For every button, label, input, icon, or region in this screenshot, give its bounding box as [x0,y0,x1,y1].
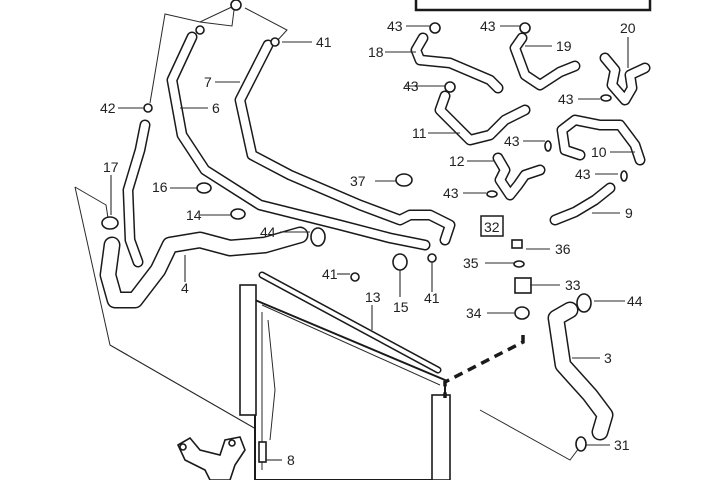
callout-17: 17 [103,159,119,175]
callout-31: 31 [614,437,630,453]
clamp-41-mid [350,272,360,282]
callout-8: 8 [287,452,295,468]
clip-16 [196,182,212,194]
callout-3: 3 [604,350,612,366]
assembly-group-32-box [480,215,504,237]
leader-lines [110,25,635,461]
clip-37 [395,173,413,187]
callout-43: 43 [480,18,496,34]
clamp-41-left [195,25,205,35]
hose-clamp-43-c [600,94,612,102]
callout-10: 10 [591,144,607,160]
radiator [239,284,451,480]
hose-clamp-43-g [620,170,628,182]
callout-34: 34 [466,305,482,321]
mounting-bracket [176,436,246,480]
hose-12 [492,152,546,201]
hose-clamp-43-e [544,140,552,152]
callout-4: 4 [181,280,189,296]
callout-15: 15 [393,299,409,315]
hose-3 [547,301,614,441]
callout-16: 16 [152,179,168,195]
seal-strip-13 [258,271,442,374]
hose-20 [599,52,651,106]
callout-6: 6 [212,100,220,116]
callout-43: 43 [403,78,419,94]
hose-6 [166,31,431,251]
washer-35 [513,260,525,268]
callout-44: 44 [627,293,643,309]
hose-18 [410,32,504,94]
hose-clamp-43-f [486,190,498,198]
hose-clamp-43-d [444,81,456,93]
bleed-screw-8 [258,441,267,463]
dashed-connection-line [443,335,525,398]
bolt-36 [511,239,523,249]
callout-20: 20 [620,20,636,36]
callout-32: 32 [484,219,500,235]
callout-37: 37 [350,173,366,189]
clamp-41-top [270,37,280,47]
hose-small-42 [122,119,151,268]
callout-35: 35 [463,255,479,271]
callout-19: 19 [556,38,572,54]
callout-43: 43 [387,18,403,34]
clip-15 [392,253,408,271]
callout-7: 7 [204,74,212,90]
top-frame-box [414,0,652,12]
callout-41: 41 [316,34,332,50]
callout-43: 43 [575,166,591,182]
callout-42: 42 [100,100,116,116]
callout-41: 41 [322,266,338,282]
callout-43: 43 [558,91,574,107]
hose-19 [509,32,581,91]
clip-14 [230,208,246,220]
callout-43: 43 [504,133,520,149]
hose-clamp-43-b [519,22,531,34]
rubber-mount-34 [514,306,530,320]
hose-11 [434,90,531,146]
callout-9: 9 [625,205,633,221]
callout-36: 36 [555,241,571,257]
bracket-33 [514,277,532,294]
hose-4 [99,226,309,309]
small-parts [101,0,628,463]
clamp-42 [143,103,153,113]
hose-clamp-43-a [429,22,441,34]
hose-clamp-17 [101,216,119,230]
hose-9 [549,182,616,226]
callout-41: 41 [424,290,440,306]
clamp-31 [575,436,587,452]
callout-14: 14 [186,207,202,223]
callout-43: 43 [443,185,459,201]
hose-7 [234,39,456,246]
callout-12: 12 [449,153,465,169]
clamp-top [230,0,242,11]
callout-18: 18 [368,44,384,60]
hose-10 [556,114,646,166]
hose-clamp-44-lower [576,293,592,313]
hose-clamp-44-upper [310,227,326,247]
callout-11: 11 [412,125,427,141]
callout-labels: 41 7 42 6 17 16 14 44 4 41 15 41 37 13 8… [100,18,643,468]
callout-13: 13 [365,289,381,305]
callout-33: 33 [565,277,581,293]
clamp-41-right [427,253,437,263]
callout-44: 44 [260,224,276,240]
